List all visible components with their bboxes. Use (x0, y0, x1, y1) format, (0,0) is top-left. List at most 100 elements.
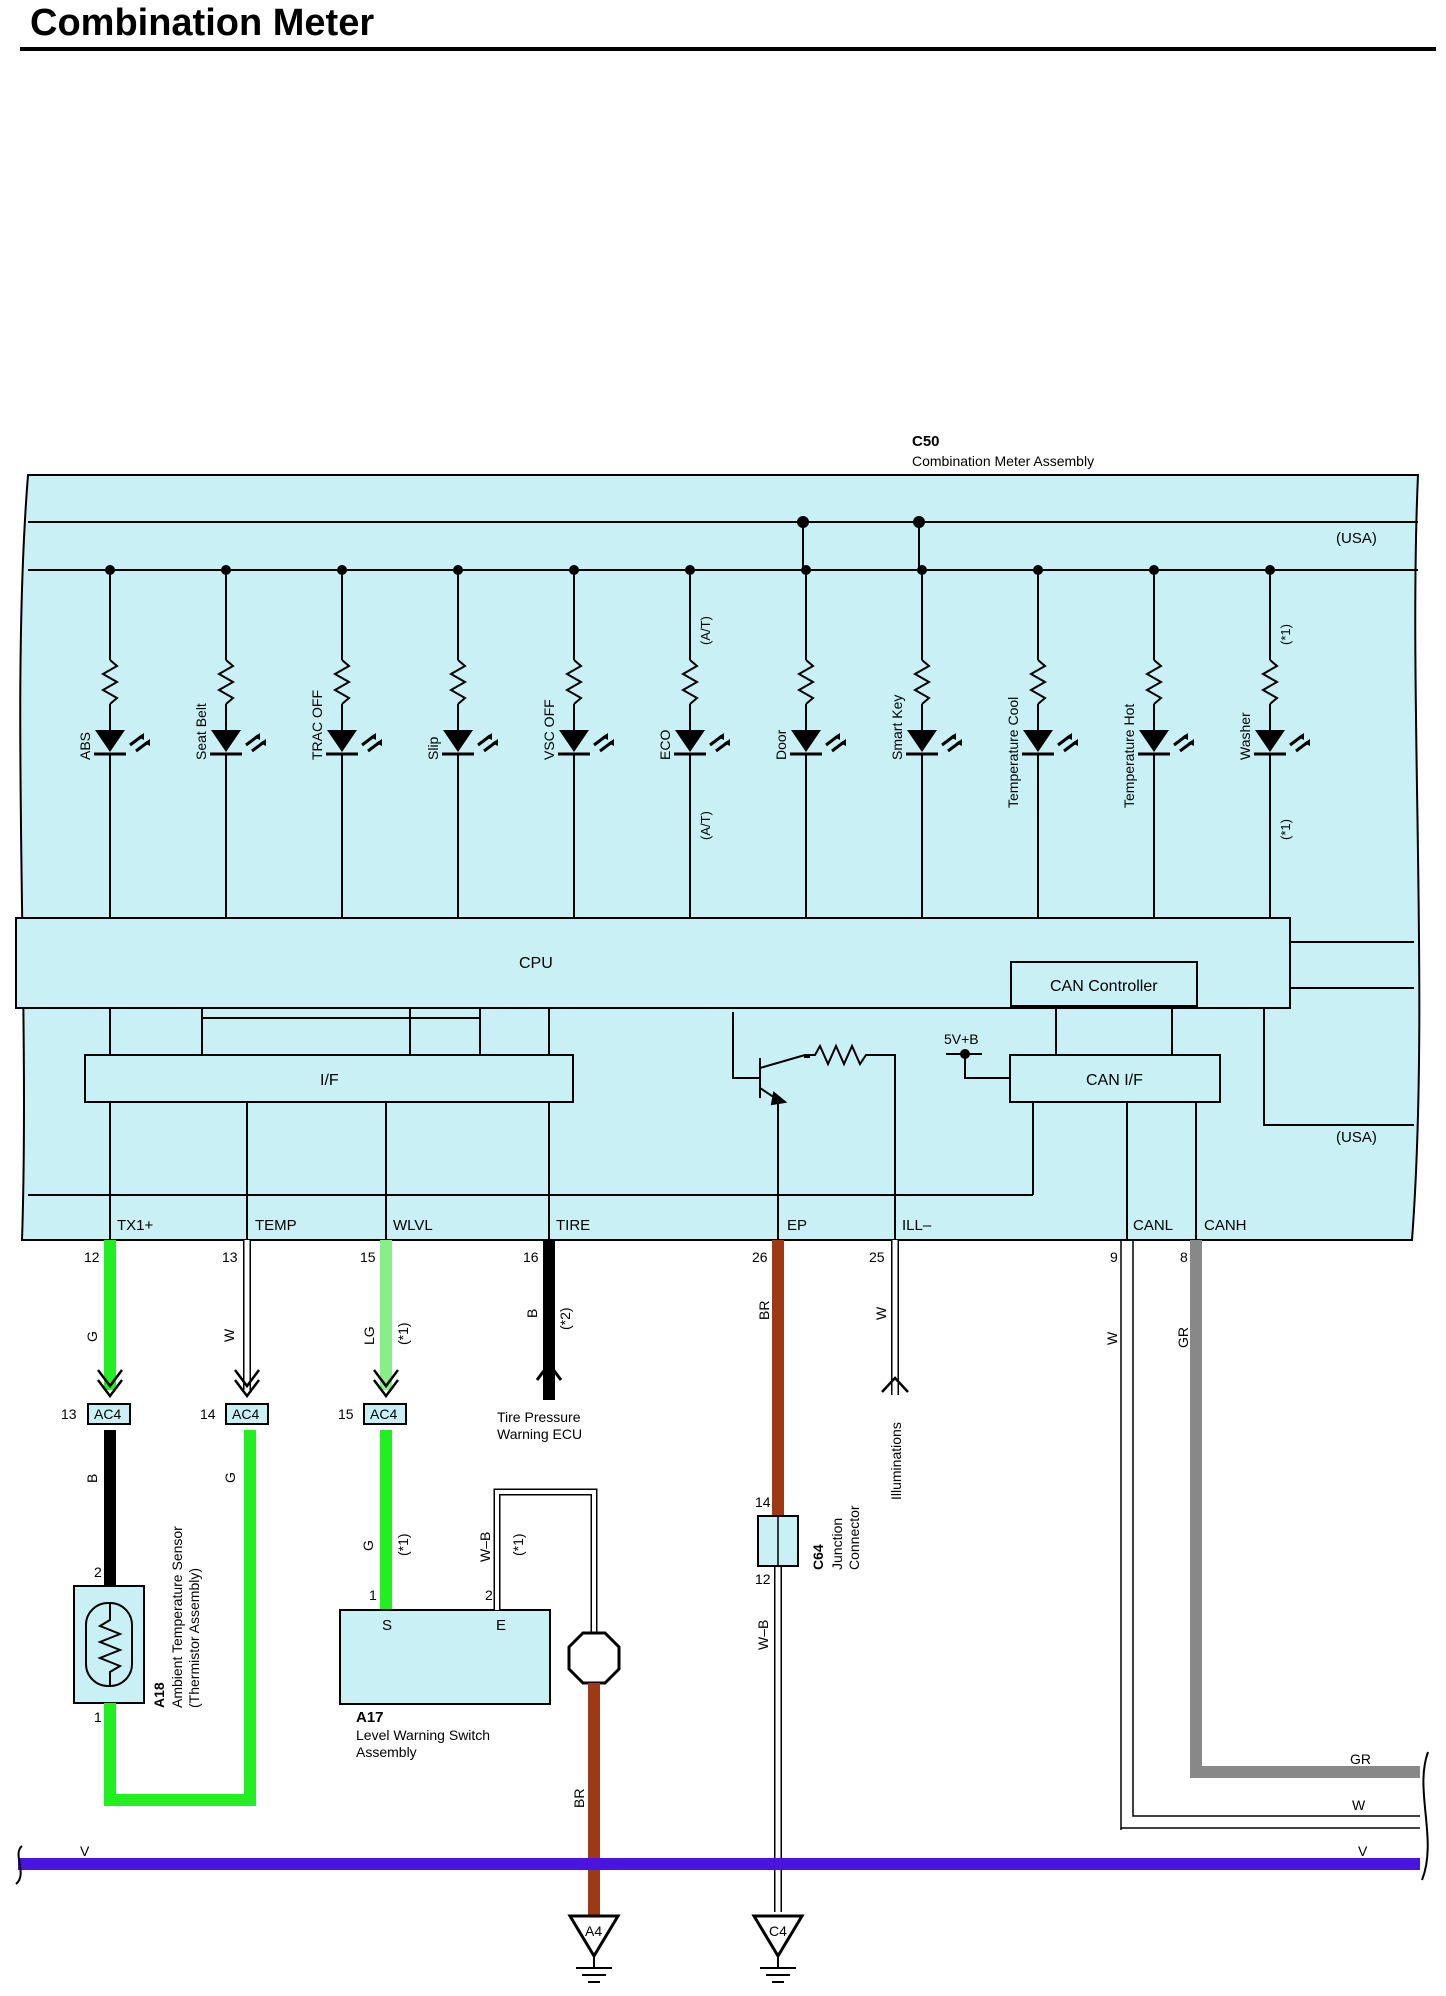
lamp-branch: VSC OFF (541, 565, 614, 918)
terminal-tire: TIRE (556, 1217, 590, 1234)
wire-label-br: BR (756, 1301, 772, 1320)
switch-wire-note: (*1) (510, 1533, 526, 1556)
led-symbol (443, 730, 473, 752)
power-rails (28, 516, 1418, 571)
lamp-branch: Temperature Hot (1121, 565, 1194, 918)
led-symbol (559, 730, 589, 752)
terminal-ep: EP (787, 1217, 807, 1234)
switch-terminal-s: S (382, 1617, 392, 1634)
ac4-connectors: AC4 AC4 AC4 13 14 15 (61, 1403, 407, 1425)
junction-name-2: Connector (846, 1505, 862, 1570)
wire-note-switch-s: (*1) (395, 1533, 411, 1556)
supply-label: 5V+B (944, 1031, 979, 1047)
junction-pin-12: 12 (755, 1571, 771, 1587)
ground-a4-label: A4 (585, 1923, 602, 1939)
wire-label-sensor-g: G (222, 1472, 238, 1483)
terminal-wlvl: WLVL (393, 1217, 433, 1234)
wire-label-canl: W (1104, 1331, 1120, 1345)
lamp-branch: Smart Key (889, 565, 962, 918)
resistor-symbol (680, 659, 700, 705)
pin-12: 12 (84, 1249, 100, 1265)
lamp-branch: Seat Belt (193, 565, 266, 918)
tire-ecu-line1: Tire Pressure (497, 1409, 581, 1425)
lamp-branch: Temperature Cool (1005, 565, 1078, 918)
lamp-label: Temperature Cool (1005, 697, 1021, 808)
bus-v-right: V (1358, 1843, 1368, 1859)
junction-wire-wb: W–B (755, 1620, 771, 1650)
lamp-branch: Door (773, 565, 846, 918)
resistor-symbol (216, 659, 236, 705)
wire-label-canh: GR (1175, 1327, 1191, 1348)
v-bus: V V W GR (15, 1751, 1429, 1885)
lamp-label: Slip (425, 736, 441, 760)
wire-labels: G W LG (*1) B (*2) BR W W GR B G G (*1) (84, 1301, 1191, 1556)
sensor-sub: (Thermistor Assembly) (186, 1568, 202, 1708)
can-if-label: CAN I/F (1086, 1072, 1143, 1089)
terminal-ill: ILL– (902, 1217, 932, 1234)
resistor-symbol (100, 659, 120, 705)
meter-name: Combination Meter Assembly (912, 453, 1094, 469)
usa-label-top: (USA) (1336, 530, 1377, 547)
led-symbol (675, 730, 705, 752)
wire-canh (1190, 1240, 1420, 1778)
resistor-symbol (1260, 659, 1280, 705)
switch-pin-1: 1 (369, 1587, 377, 1603)
lamp-label: Smart Key (889, 695, 905, 760)
ac4-pin-14: 14 (200, 1406, 216, 1422)
tire-ecu-line2: Warning ECU (497, 1426, 582, 1442)
usa-label-bottom: (USA) (1336, 1129, 1377, 1146)
wire-label-b: B (524, 1309, 540, 1318)
ac4-pin-15: 15 (338, 1406, 354, 1422)
ac4-connector-1: AC4 (94, 1406, 121, 1422)
resistor-symbol (1028, 659, 1048, 705)
resistor-symbol (796, 659, 816, 705)
junction-code: C64 (810, 1544, 826, 1570)
led-symbol (1139, 730, 1169, 752)
switch-name-2: Assembly (356, 1744, 417, 1760)
lamp-branch: Slip (425, 565, 498, 918)
sensor-code: A18 (151, 1682, 167, 1708)
lamp-branch: TRAC OFF (309, 565, 382, 918)
sensor-pin-2: 2 (94, 1564, 102, 1580)
wire-canl (1120, 1240, 1420, 1830)
resistor-symbol (564, 659, 584, 705)
ac4-connector-2: AC4 (232, 1406, 259, 1422)
ground-c4-label: C4 (769, 1923, 787, 1939)
wire-wlvl (373, 1240, 399, 1610)
resistor-symbol (912, 659, 932, 705)
pin-15: 15 (360, 1249, 376, 1265)
wire-tire (535, 1240, 563, 1400)
page-title: Combination Meter (30, 2, 375, 44)
bus-gr-right: GR (1350, 1751, 1371, 1767)
pin-13: 13 (222, 1249, 238, 1265)
ground-c4: C4 (751, 1914, 805, 1983)
pin-25: 25 (869, 1249, 885, 1265)
splice-wire-br: BR (571, 1789, 587, 1808)
meter-assembly: C50 Combination Meter Assembly (19, 433, 1421, 1241)
switch-name-1: Level Warning Switch (356, 1727, 490, 1743)
led-symbol (211, 730, 241, 752)
lamp-note-top: (A/T) (698, 616, 713, 645)
lamp-note-bottom: (*1) (1278, 819, 1293, 840)
meter-code: C50 (912, 433, 940, 450)
lamp-label: VSC OFF (541, 699, 557, 760)
pin-8: 8 (1180, 1249, 1188, 1265)
cpu-block: CPU CAN Controller (15, 917, 1414, 1009)
led-symbol (1255, 730, 1285, 752)
wire-temp (234, 1240, 260, 1399)
lamp-note-top: (*1) (1278, 624, 1293, 645)
sensor-name: Ambient Temperature Sensor (169, 1526, 185, 1708)
pin-numbers: 12 13 15 16 26 25 9 8 (84, 1249, 1188, 1265)
ac4-connector-3: AC4 (370, 1406, 397, 1422)
terminal-canl: CANL (1133, 1217, 1173, 1234)
wire-tx1 (97, 1240, 256, 1806)
terminal-temp: TEMP (255, 1217, 297, 1234)
wire-note-wlvl: (*1) (395, 1322, 411, 1345)
ambient-temp-sensor: 2 1 A18 Ambient Temperature Sensor (Ther… (73, 1526, 202, 1725)
pin-16: 16 (523, 1249, 539, 1265)
switch-wire-wb: W–B (477, 1532, 493, 1562)
lamp-label: Seat Belt (193, 703, 209, 760)
resistor-symbol (1144, 659, 1164, 705)
level-warning-switch: S E 1 2 W–B (*1) A17 Level Warning Switc… (339, 1488, 598, 1760)
